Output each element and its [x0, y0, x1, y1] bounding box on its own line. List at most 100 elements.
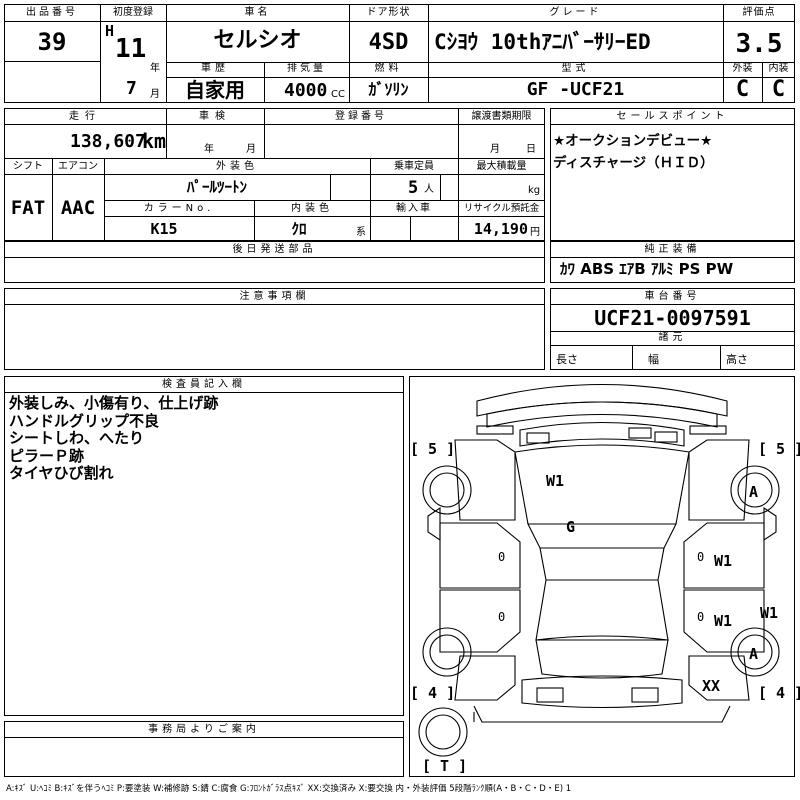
exterior-header: 外装 [732, 63, 753, 74]
genuine-equipment: ｶﾜ ABS ｴｱB ｱﾙﾐ PS PW [560, 260, 734, 278]
sales-point-item: ディスチャージ（ＨＩＤ） [553, 155, 714, 171]
history-header: 車歴 [201, 63, 229, 74]
divider [4, 21, 795, 22]
divider [440, 174, 441, 200]
reg-no-header: 登録番号 [335, 111, 387, 122]
grade: Cｼﾖｳ 10thｱﾆﾊﾞｰｻﾘｰED [434, 30, 651, 54]
displacement-header: 排気量 [287, 63, 326, 74]
door-type: 4SD [368, 30, 409, 55]
left-rear-zero: 0 [498, 610, 506, 624]
divider [100, 4, 101, 103]
chassis-number: UCF21-0097591 [594, 306, 751, 330]
sales-point-header: セールスポイント [616, 111, 729, 122]
right-front-zero: 0 [697, 550, 705, 564]
deadline-day-unit: 日 [526, 144, 536, 155]
model-header: 型式 [561, 63, 590, 74]
divider [264, 62, 265, 103]
divider [4, 124, 545, 125]
mileage-header: 走行 [69, 111, 101, 122]
rear-door-damage-mark: W1 [714, 612, 733, 630]
genuine-box [550, 241, 795, 283]
chassis-box [550, 288, 795, 370]
reg-year: 11 [115, 34, 147, 64]
specs-header: 諸元 [658, 332, 687, 343]
front-right-damage-mark: A [749, 483, 759, 501]
divider [370, 158, 371, 241]
month-unit: 月 [150, 89, 160, 100]
yen-unit: 円 [530, 227, 540, 238]
chassis-header: 車台番号 [644, 291, 701, 302]
capacity: 5 [408, 178, 419, 198]
left-front-zero: 0 [498, 550, 506, 564]
history: 自家用 [185, 78, 245, 102]
pillar-damage-mark: W1 [760, 604, 779, 622]
sales-point-box [550, 108, 795, 241]
divider [428, 4, 429, 103]
kei-unit: 系 [356, 227, 366, 238]
office-header: 事務局よりご案内 [148, 724, 260, 735]
lot-number: 39 [37, 28, 67, 56]
model: GF -UCF21 [526, 79, 625, 100]
color-no: K15 [150, 220, 178, 238]
remark-line: シートしわ、へたり [9, 429, 145, 447]
roof-damage-mark: G [566, 518, 576, 536]
car-diagram-box [409, 376, 795, 777]
fuel-header: 燃料 [374, 63, 403, 74]
tire-rear-right-label: [ 4 ] [758, 684, 800, 702]
width-label: 幅 [648, 353, 659, 366]
shift-header: シフト [13, 161, 43, 172]
divider [632, 345, 633, 370]
divider [166, 4, 167, 103]
office-box [4, 721, 404, 777]
car-name-header: 車名 [244, 7, 271, 18]
color-no-header: カラーNo. [143, 203, 215, 214]
sales-points: ★オークションデビュー★ ディスチャージ（ＨＩＤ） [553, 130, 714, 174]
lot-number-header: 出品番号 [26, 7, 78, 18]
notes-box [4, 288, 545, 370]
divider [4, 61, 100, 62]
doc-deadline-header: 譲渡書類期限 [471, 111, 532, 122]
inspector-box [4, 376, 404, 716]
sales-point-item: ★オークションデビュー★ [553, 133, 713, 149]
km-unit: km [142, 129, 167, 153]
later-parts-header: 後日発送部品 [232, 244, 317, 255]
door-header: ドア形状 [366, 7, 411, 18]
ext-color-header: 外装色 [216, 161, 258, 172]
rear-right-damage-mark: A [749, 645, 759, 663]
inspection-month-unit: 月 [246, 144, 256, 155]
divider [550, 304, 795, 305]
tire-rear-left-label: [ 4 ] [410, 684, 456, 702]
divider [550, 257, 795, 258]
notes-header: 注意事項欄 [239, 291, 310, 302]
interior-header: 内装 [768, 63, 789, 74]
divider [254, 200, 255, 241]
divider [166, 77, 795, 78]
cc-unit: CC [331, 89, 345, 100]
exterior-grade: C [735, 77, 750, 102]
divider [762, 62, 763, 103]
remark-line: タイヤひび割れ [9, 464, 114, 482]
divider [166, 62, 795, 63]
grade-header: グレード [549, 7, 602, 18]
divider [720, 345, 721, 370]
aircon: AAC [60, 197, 96, 219]
max-load-header: 最大積載量 [476, 161, 527, 172]
inspection-year-unit: 年 [204, 144, 214, 155]
front-door-damage-mark: W1 [714, 552, 733, 570]
divider [4, 392, 404, 393]
tire-front-right-label: [ 5 ] [758, 440, 800, 458]
divider [349, 62, 350, 103]
kg-unit: kg [528, 185, 541, 196]
genuine-header: 純正装備 [644, 244, 701, 255]
displacement: 4000 [284, 80, 328, 101]
divider [458, 158, 459, 241]
later-parts-box [4, 241, 545, 283]
score-header: 評価点 [742, 7, 776, 18]
spare-tire-label: [ T ] [422, 757, 468, 775]
inspection-header: 車検 [199, 111, 231, 122]
aircon-header: エアコン [58, 161, 98, 172]
height-label: 高さ [726, 353, 748, 366]
int-color: ｸﾛ [291, 220, 307, 238]
divider [104, 216, 545, 217]
